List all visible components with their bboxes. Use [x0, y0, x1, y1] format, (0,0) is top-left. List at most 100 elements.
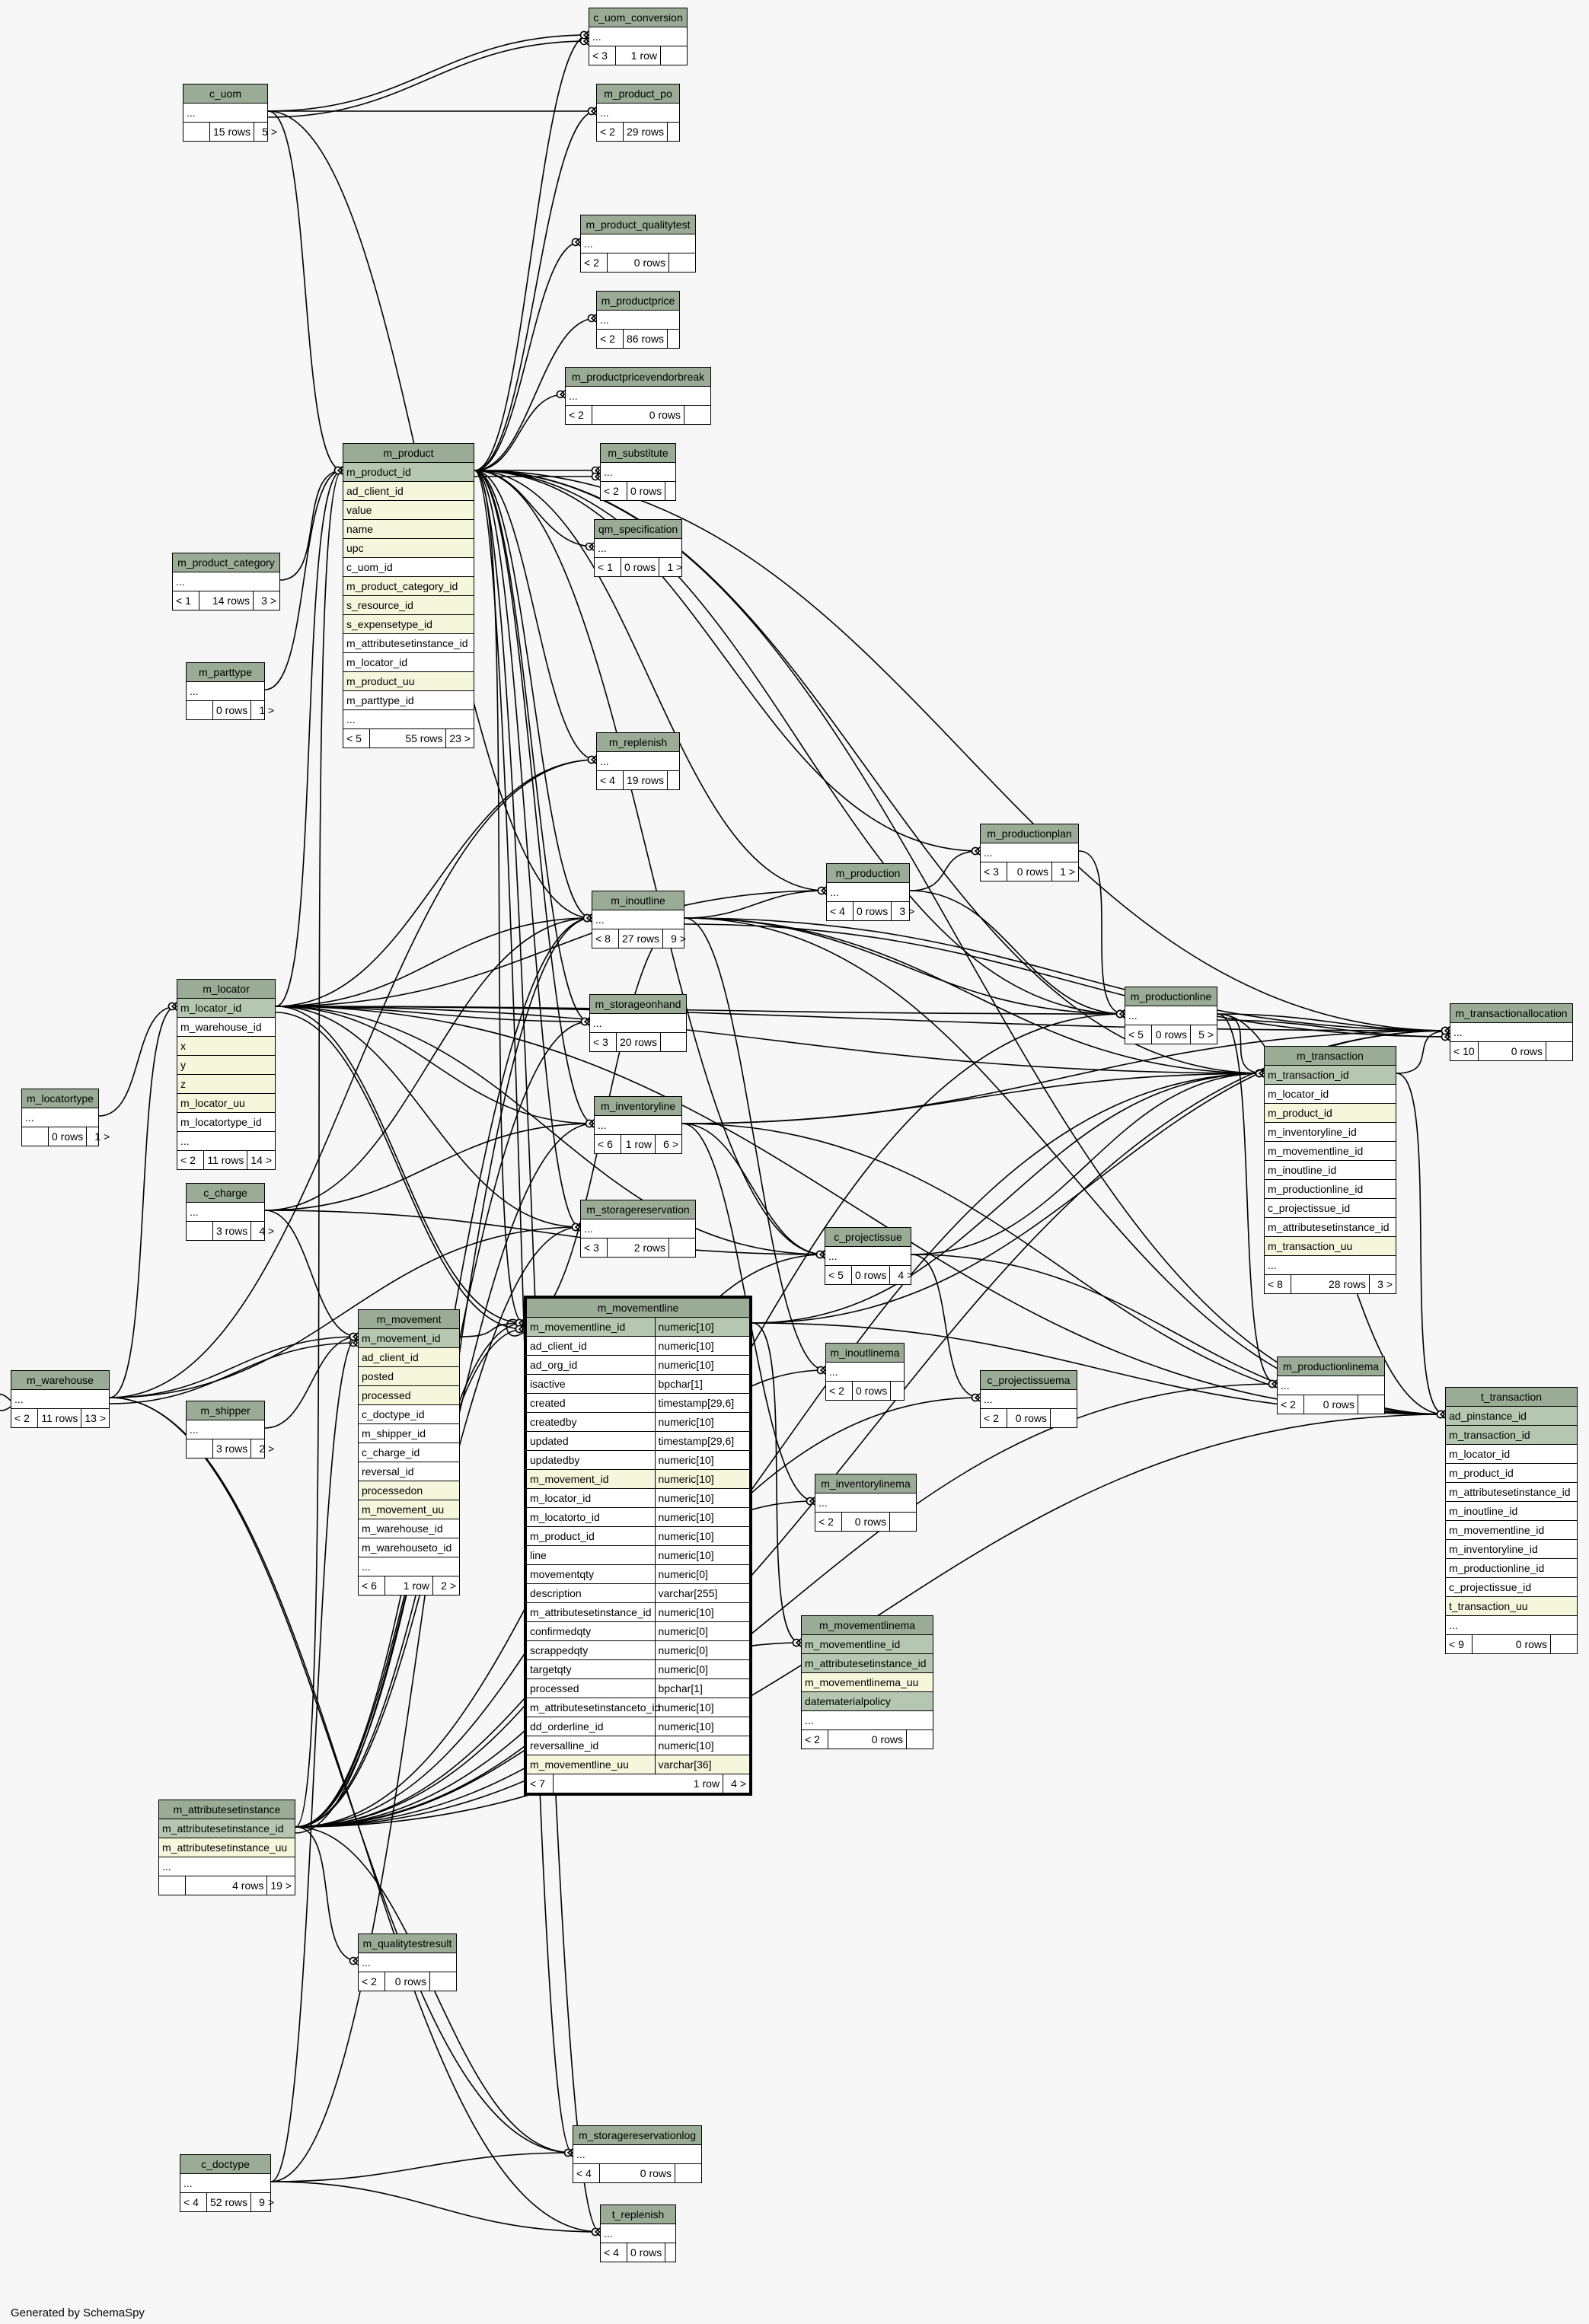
- table-title[interactable]: c_uom_conversion: [589, 8, 687, 27]
- table-column-row[interactable]: upc: [343, 539, 474, 558]
- child-count[interactable]: 3 >: [891, 902, 917, 920]
- table-column-row[interactable]: ...: [187, 1420, 264, 1439]
- row-count[interactable]: 0 rows: [853, 902, 891, 920]
- child-count[interactable]: 1 >: [86, 1127, 113, 1146]
- child-count[interactable]: [668, 253, 695, 272]
- row-count[interactable]: 19 rows: [623, 771, 667, 789]
- table-column-row[interactable]: m_attributesetinstance_id: [1446, 1483, 1577, 1502]
- table-title[interactable]: m_movementline: [527, 1299, 749, 1318]
- child-count[interactable]: [1546, 1042, 1572, 1060]
- table-column-row[interactable]: m_movementlinema_uu: [802, 1673, 933, 1692]
- table-column-row[interactable]: c_projectissue_id: [1446, 1578, 1577, 1597]
- table-title[interactable]: m_locator: [177, 980, 275, 999]
- row-count[interactable]: 1 row: [553, 1774, 723, 1793]
- table-title[interactable]: m_product: [343, 444, 474, 463]
- table-title[interactable]: m_product_po: [597, 84, 679, 104]
- table-column-row[interactable]: ...: [592, 910, 684, 929]
- table-column-row[interactable]: ...: [1125, 1006, 1217, 1025]
- table-column-row[interactable]: ...: [595, 539, 681, 558]
- table-column-row[interactable]: ...: [173, 572, 279, 591]
- table-column-row[interactable]: m_warehouseto_id: [359, 1538, 459, 1557]
- table-title[interactable]: c_charge: [187, 1184, 264, 1203]
- table-column-row[interactable]: ...: [359, 1557, 459, 1576]
- child-count[interactable]: [906, 1730, 933, 1749]
- parent-count[interactable]: < 2: [600, 333, 615, 345]
- parent-count[interactable]: < 3: [593, 1036, 608, 1048]
- child-count[interactable]: 4 >: [723, 1774, 749, 1793]
- table-column-row[interactable]: name: [343, 520, 474, 539]
- row-count[interactable]: 3 rows: [212, 1439, 250, 1458]
- parent-count[interactable]: < 1: [176, 595, 191, 607]
- table-column-row[interactable]: m_movement_uu: [359, 1500, 459, 1519]
- table-title[interactable]: m_storageonhand: [590, 995, 686, 1014]
- table-column-row[interactable]: ...: [815, 1494, 916, 1513]
- table-column-row[interactable]: m_warehouse_id: [177, 1018, 275, 1037]
- parent-count[interactable]: < 4: [183, 2196, 199, 2208]
- table-column-row[interactable]: ...: [589, 27, 687, 46]
- row-count[interactable]: 28 rows: [1291, 1275, 1369, 1293]
- parent-count[interactable]: < 3: [592, 49, 608, 62]
- table-column-row[interactable]: m_locator_id: [1446, 1445, 1577, 1464]
- table-title[interactable]: m_transactionallocation: [1450, 1004, 1572, 1023]
- table-column-row[interactable]: y: [177, 1056, 275, 1075]
- parent-count[interactable]: < 2: [805, 1733, 820, 1745]
- table-column-row[interactable]: t_transaction_uu: [1446, 1597, 1577, 1616]
- table-column-row[interactable]: ...: [827, 883, 909, 902]
- table-column-row[interactable]: ...: [343, 710, 474, 729]
- row-count[interactable]: 1 row: [621, 1135, 655, 1153]
- child-count[interactable]: 9 >: [662, 929, 689, 948]
- table-title[interactable]: m_productionlinema: [1278, 1357, 1384, 1376]
- table-column-row[interactable]: m_locator_id: [343, 653, 474, 672]
- table-title[interactable]: m_inoutlinema: [826, 1344, 904, 1363]
- parent-count[interactable]: [187, 1222, 212, 1240]
- row-count[interactable]: 2 rows: [607, 1239, 668, 1257]
- table-column-row[interactable]: ...: [159, 1857, 295, 1876]
- table-column-row[interactable]: ...: [566, 387, 710, 406]
- child-count[interactable]: [667, 330, 694, 348]
- child-count[interactable]: [1550, 1635, 1577, 1653]
- row-count[interactable]: 0 rows: [627, 2243, 665, 2262]
- table-column-row[interactable]: ...: [22, 1108, 98, 1127]
- parent-count[interactable]: [159, 1876, 185, 1895]
- table-column-row[interactable]: m_product_category_id: [343, 577, 474, 596]
- row-count[interactable]: 3 rows: [212, 1222, 250, 1240]
- row-count[interactable]: 0 rows: [1477, 1042, 1546, 1060]
- table-column-row[interactable]: m_attributesetinstance_id: [1265, 1218, 1396, 1237]
- row-count[interactable]: 0 rows: [851, 1266, 889, 1284]
- child-count[interactable]: 14 >: [247, 1151, 275, 1169]
- table-column-row[interactable]: m_inoutline_id: [1446, 1502, 1577, 1521]
- parent-count[interactable]: < 3: [984, 866, 999, 878]
- table-column-row[interactable]: m_product_id: [1265, 1104, 1396, 1123]
- table-column-row[interactable]: m_parttype_id: [343, 691, 474, 710]
- row-count[interactable]: 86 rows: [623, 330, 667, 348]
- parent-count[interactable]: < 2: [818, 1516, 834, 1528]
- table-column-row[interactable]: value: [343, 501, 474, 520]
- table-title[interactable]: m_transaction: [1265, 1047, 1396, 1066]
- row-count[interactable]: 0 rows: [384, 1972, 429, 1991]
- table-title[interactable]: m_shipper: [187, 1401, 264, 1420]
- table-title[interactable]: m_locatortype: [22, 1089, 98, 1108]
- table-column-row[interactable]: posted: [359, 1367, 459, 1386]
- table-column-row[interactable]: ...: [601, 2224, 675, 2243]
- table-column-row[interactable]: c_charge_id: [359, 1443, 459, 1462]
- child-count[interactable]: 1 >: [250, 701, 277, 719]
